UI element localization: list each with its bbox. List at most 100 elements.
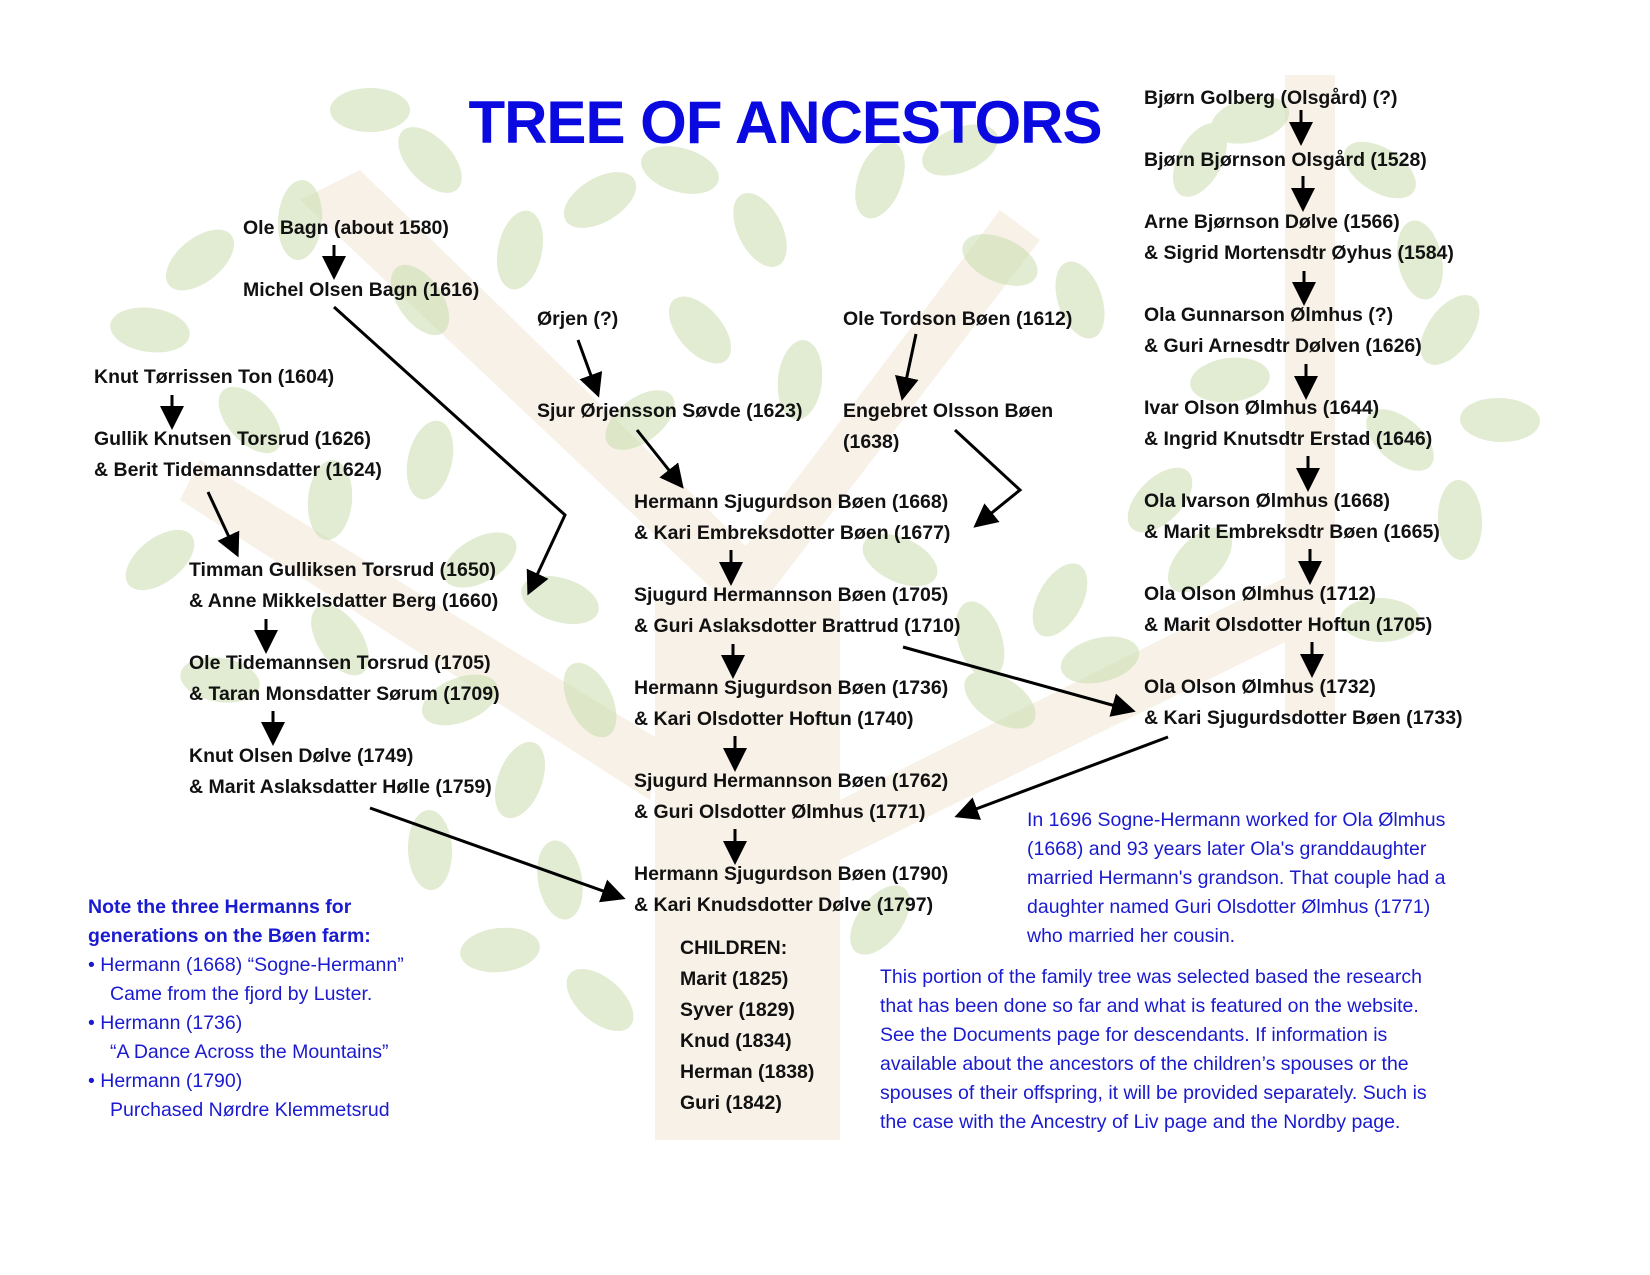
leaf	[398, 127, 462, 193]
leaf	[330, 88, 410, 132]
leaf	[922, 124, 998, 176]
person-node: Ola Gunnarson Ølmhus (?) & Guri Arnesdtr …	[1144, 300, 1422, 362]
person-name: Bjørn Bjørnson Olsgård (1528)	[1144, 149, 1427, 171]
child-item: Guri (1842)	[680, 1092, 782, 1114]
child-item: Marit (1825)	[680, 968, 789, 990]
note-item-detail: Purchased Nørdre Klemmetsrud	[110, 1099, 390, 1121]
person-name: Sjur Ørjensson Søvde (1623)	[537, 400, 803, 422]
leaf	[641, 146, 719, 194]
person-node: Ørjen (?)	[537, 304, 618, 335]
leaf	[862, 533, 938, 587]
leaf	[1172, 123, 1228, 197]
person-name: Bjørn Golberg (Olsgård) (?)	[1144, 87, 1398, 109]
leaf	[110, 307, 190, 353]
leaf	[494, 741, 546, 819]
story-line: In 1696 Sogne-Hermann worked for Ola Ølm…	[1027, 809, 1446, 831]
person-name: Timman Gulliksen Torsrud (1650)	[189, 559, 497, 581]
person-node: Arne Bjørnson Dølve (1566) & Sigrid Morte…	[1144, 207, 1454, 269]
person-name: Hermann Sjugurdson Bøen (1736)	[634, 677, 949, 699]
person-name: Arne Bjørnson Dølve (1566)	[1144, 211, 1400, 233]
leaf	[777, 340, 823, 420]
person-name: Sjugurd Hermannson Bøen (1705)	[634, 584, 949, 606]
page-title: TREE OF ANCESTORS	[468, 89, 1102, 156]
portion-line: See the Documents page for descendants. …	[880, 1024, 1388, 1046]
spouse-name: & Guri Olsdotter Ølmhus (1771)	[634, 801, 926, 823]
leaf	[407, 810, 453, 890]
child-item: Herman (1838)	[680, 1061, 815, 1083]
spouse-name: & Marit Embreksdtr Bøen (1665)	[1144, 521, 1440, 543]
leaf	[1210, 96, 1290, 144]
person-node: Ole Bagn (about 1580)	[243, 213, 449, 244]
note-item: • Hermann (1668) “Sogne-Hermann”	[88, 954, 404, 976]
spouse-name: & Berit Tidemannsdatter (1624)	[94, 459, 382, 481]
spouse-name: & Kari Sjugurdsdotter Bøen (1733)	[1144, 707, 1463, 729]
person-node: Ola Ivarson Ølmhus (1668)& Marit Embreks…	[1144, 486, 1440, 548]
spouse-name: & Taran Monsdatter Sørum (1709)	[189, 683, 500, 705]
person-node: Engebret Olsson Bøen (1638)	[843, 396, 1053, 458]
person-node: Hermann Sjugurdson Bøen (1668) & Kari Emb…	[634, 487, 950, 549]
leaf	[964, 671, 1036, 729]
person-node: Timman Gulliksen Torsrud (1650)& Anne Mi…	[189, 555, 498, 617]
person-name: Michel Olsen Bagn (1616)	[243, 279, 480, 301]
story-line: who married her cousin.	[1027, 925, 1236, 947]
person-node: Hermann Sjugurdson Bøen (1790)& Kari Knu…	[634, 859, 948, 921]
leaf	[566, 968, 634, 1032]
person-name: Ole Bagn (about 1580)	[243, 217, 449, 239]
trunk	[655, 600, 840, 1140]
leaf	[605, 390, 675, 450]
person-node: Ivar Olson Ølmhus (1644) & Ingrid Knutsdt…	[1144, 393, 1432, 455]
spouse-name: & Sigrid Mortensdtr Øyhus (1584)	[1144, 242, 1454, 264]
spouse-name: (1638)	[843, 431, 900, 453]
person-name: Hermann Sjugurdson Bøen (1668)	[634, 491, 949, 513]
spouse-name: & Ingrid Knutsdtr Erstad (1646)	[1144, 428, 1433, 450]
leaf	[1055, 261, 1105, 339]
leaf	[180, 657, 260, 703]
story-paragraph: In 1696 Sogne-Hermann worked for Ola Ølm…	[1027, 806, 1446, 951]
person-node: Sjur Ørjensson Søvde (1623)	[537, 396, 803, 427]
leaf	[1340, 597, 1420, 643]
leaf	[406, 420, 454, 500]
story-line: married Hermann's grandson. That couple …	[1027, 867, 1446, 889]
person-node: Ola Olson Ølmhus (1712) & Marit Olsdotter…	[1144, 579, 1432, 641]
hermann-note: Note the three Hermanns for generations …	[88, 893, 404, 1125]
leaf	[443, 532, 517, 588]
leaf	[1168, 527, 1232, 593]
note-item: • Hermann (1736)	[88, 1012, 243, 1034]
person-name: Ola Olson Ølmhus (1732)	[1144, 676, 1376, 698]
person-node: Bjørn Golberg (Olsgård) (?)	[1144, 83, 1398, 114]
portion-line: the case with the Ancestry of Liv page a…	[880, 1111, 1401, 1133]
person-name: Engebret Olsson Bøen	[843, 400, 1054, 422]
leaf	[460, 927, 540, 973]
spouse-name: & Marit Olsdotter Hoftun (1705)	[1144, 614, 1433, 636]
note-heading: generations on the Bøen farm:	[88, 925, 371, 947]
portion-line: available about the ancestors of the chi…	[880, 1053, 1409, 1075]
note-heading: Note the three Hermanns for	[88, 896, 352, 918]
leaf	[1437, 480, 1483, 560]
person-name: Ola Gunnarson Ølmhus (?)	[1144, 304, 1394, 326]
leaf	[422, 674, 498, 726]
spouse-name: & Guri Arnesdtr Dølven (1626)	[1144, 335, 1422, 357]
leaf	[496, 210, 544, 290]
note-item-detail: Came from the fjord by Luster.	[110, 983, 373, 1005]
leaf	[165, 229, 235, 291]
person-name: Ola Olson Ølmhus (1712)	[1144, 583, 1376, 605]
person-name: Ivar Olson Ølmhus (1644)	[1144, 397, 1380, 419]
leaf	[1397, 220, 1443, 300]
person-name: Knut Tørrissen Ton (1604)	[94, 366, 335, 388]
person-node: Ola Olson Ølmhus (1732) & Kari Sjugurdsdo…	[1144, 672, 1463, 734]
person-name: Ole Tidemannsen Torsrud (1705)	[189, 652, 491, 674]
leaf	[733, 192, 787, 268]
story-line: daughter named Guri Olsdotter Ølmhus (17…	[1027, 896, 1431, 918]
spouse-name: & Kari Embreksdotter Bøen (1677)	[634, 522, 951, 544]
leaf	[1344, 141, 1416, 199]
story-line: (1668) and 93 years later Ola's granddau…	[1027, 838, 1427, 860]
leaf	[311, 604, 369, 676]
person-node: Hermann Sjugurdson Bøen (1736)& Kari Ols…	[634, 673, 948, 735]
portion-line: This portion of the family tree was sele…	[880, 966, 1422, 988]
person-node: Michel Olsen Bagn (1616)	[243, 275, 479, 306]
children-heading: CHILDREN:	[680, 937, 788, 959]
leaf	[218, 386, 282, 454]
child-item: Syver (1829)	[680, 999, 795, 1021]
